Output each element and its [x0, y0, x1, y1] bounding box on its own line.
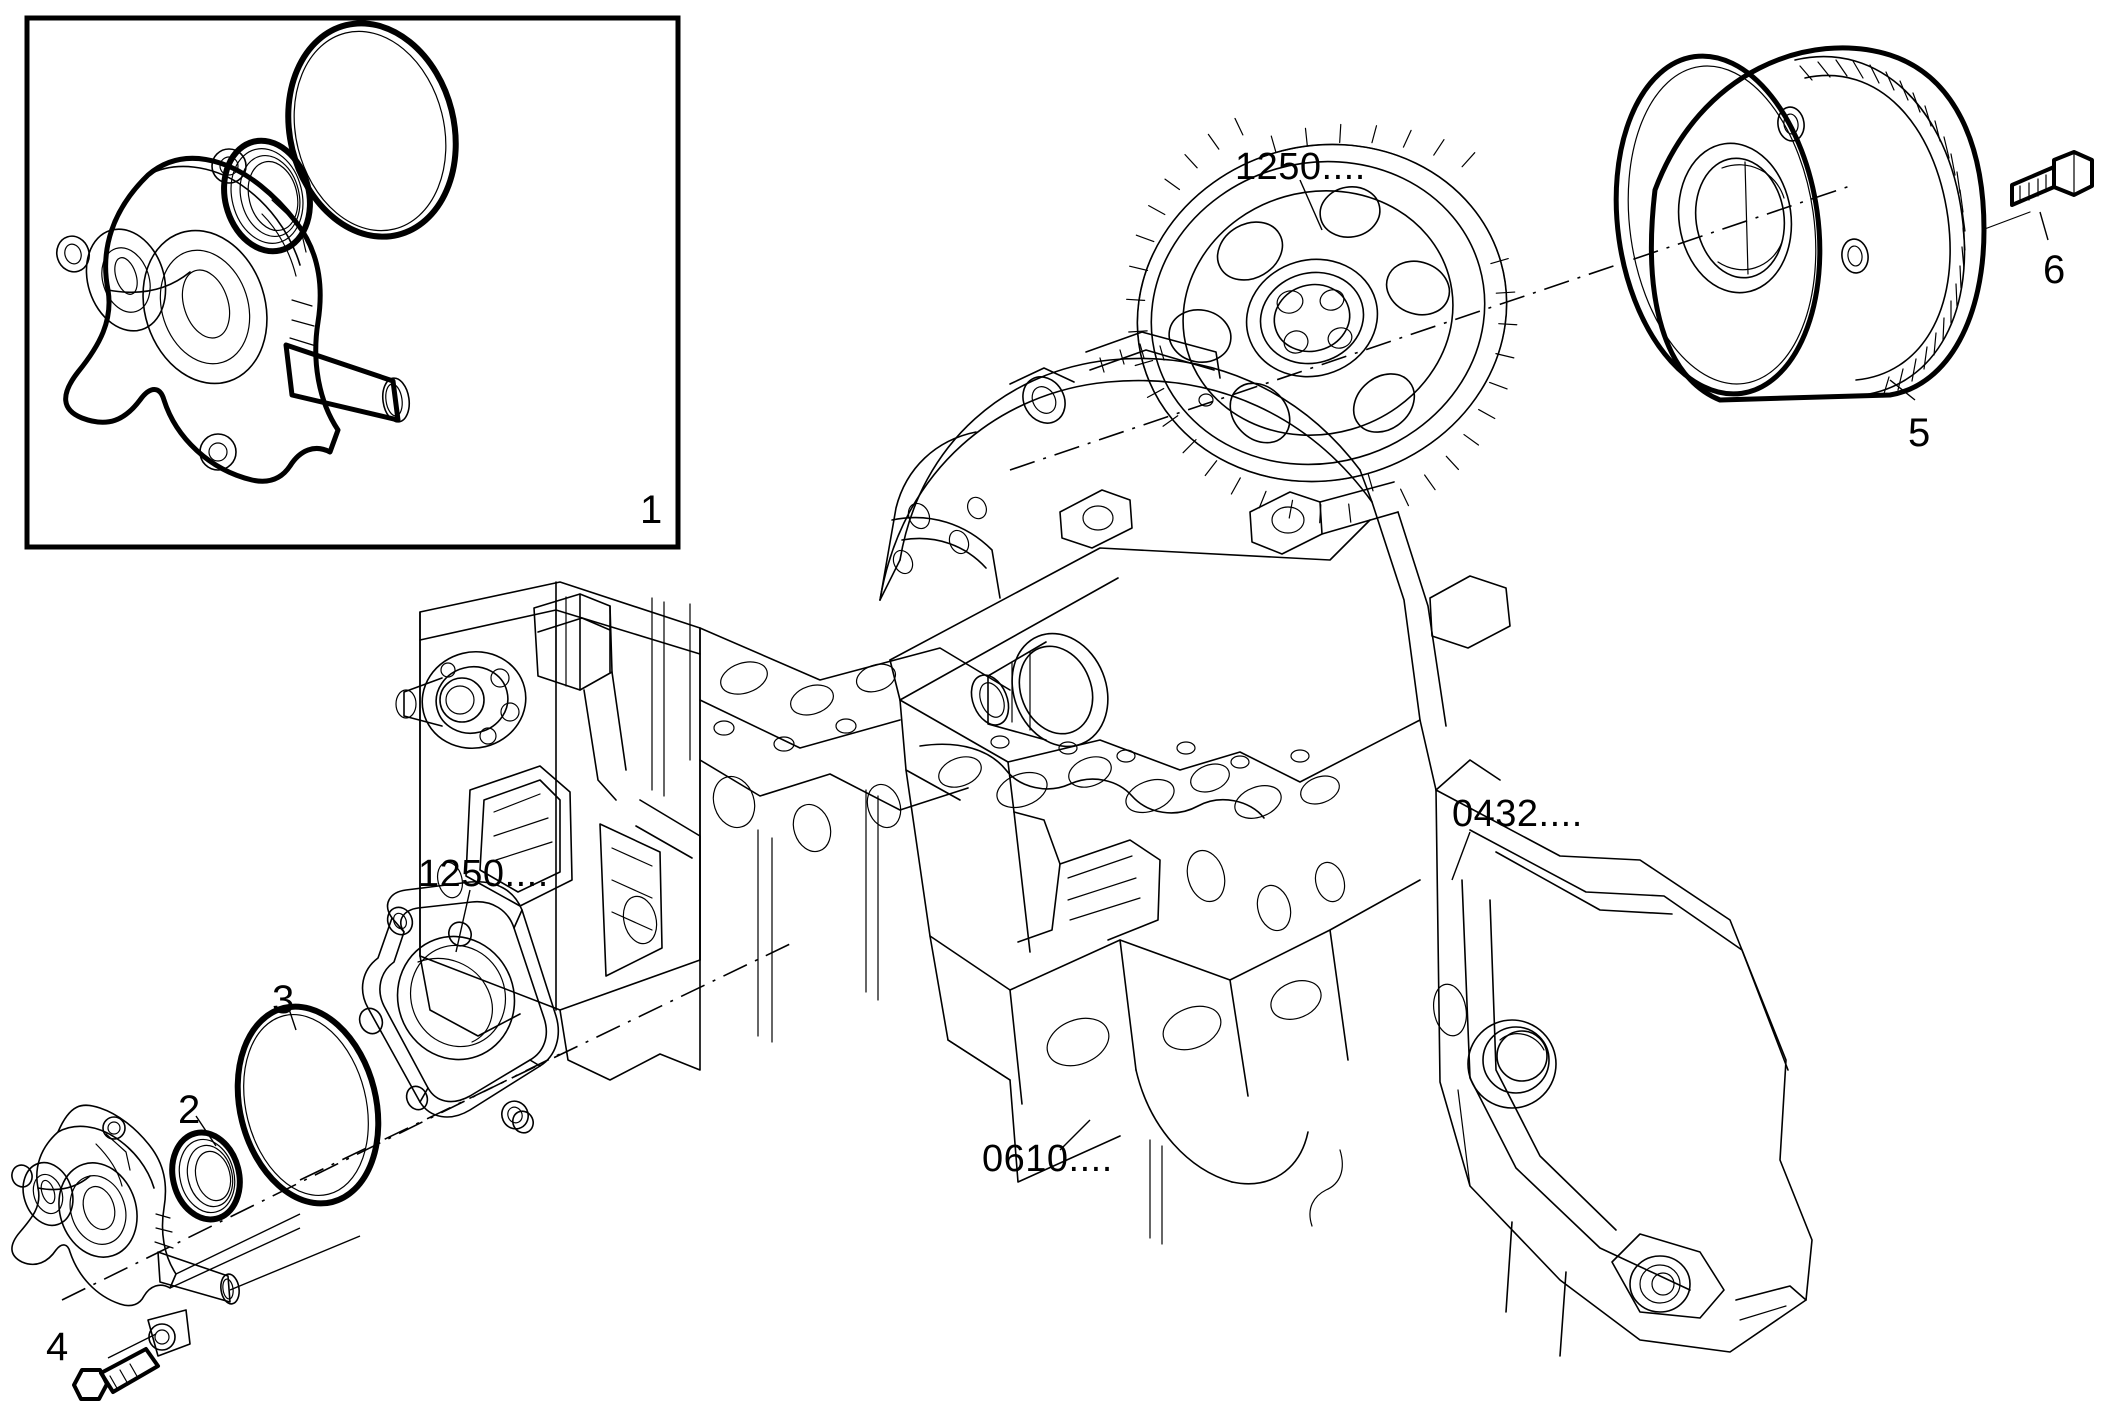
water-pump-housing-lower — [11, 1104, 240, 1357]
engine-block — [757, 331, 1511, 1245]
hex-bolt-upper — [2010, 150, 2094, 207]
inset-pump-housing — [55, 148, 411, 484]
axis-line-lower — [61, 943, 791, 1301]
hex-bolt-lower — [72, 1347, 160, 1401]
callout-label-4: 4 — [46, 1325, 69, 1369]
camshaft-timing-gear — [1126, 117, 1518, 524]
pump-mounting-cover-plate — [358, 880, 560, 1134]
timing-belt-pulley — [1613, 45, 2031, 403]
callout-label-3: 3 — [272, 978, 295, 1022]
leader-lines — [107, 179, 2049, 1359]
timing-gear-cover — [1433, 789, 1813, 1357]
callout-label-6: 6 — [2043, 248, 2066, 292]
callout-label-5: 5 — [1908, 411, 1931, 455]
group-code-0610: 0610.... — [982, 1138, 1113, 1180]
shaft-seal-ring — [169, 1129, 243, 1223]
group-code-1250-bottom: 1250.... — [418, 853, 549, 895]
group-code-0432: 0432.... — [1452, 793, 1583, 835]
camshaft-stub-lower — [395, 650, 527, 750]
group-code-1250-top: 1250.... — [1235, 146, 1366, 188]
inset-seal-ring — [221, 137, 313, 255]
callout-label-1: 1 — [640, 488, 663, 532]
inset-gasket-ring — [285, 20, 459, 240]
callout-label-2: 2 — [178, 1088, 201, 1132]
o-ring-gasket — [234, 1003, 382, 1207]
cylinder-block-lower — [395, 581, 1011, 1081]
axis-line-upper — [1009, 185, 1851, 471]
inset-detail-box — [24, 15, 681, 550]
